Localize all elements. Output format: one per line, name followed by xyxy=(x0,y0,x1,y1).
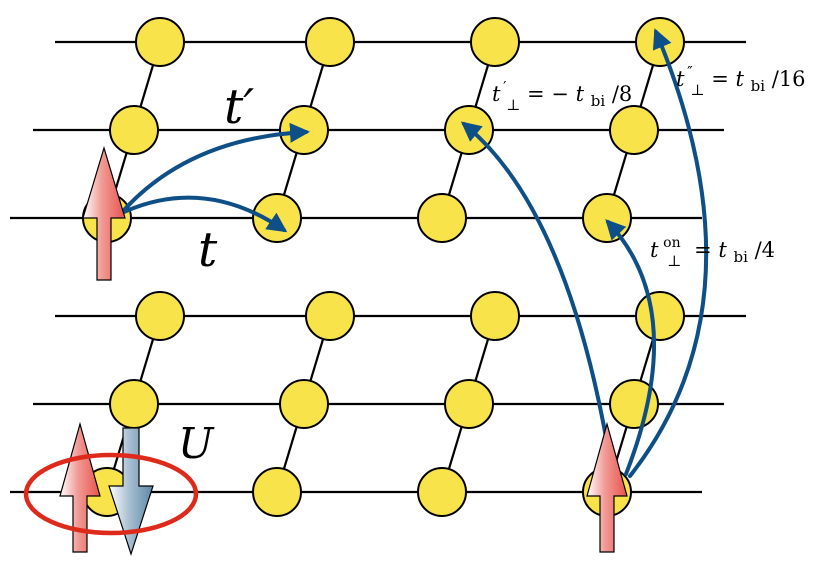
lattice-site xyxy=(444,379,494,429)
lattice-site xyxy=(305,291,355,341)
label-U: U xyxy=(178,419,215,468)
label-t-perp-prime: t ′ ⊥ = − t bi /8 xyxy=(492,73,632,115)
spin-up-arrow xyxy=(586,421,628,553)
lattice-site xyxy=(135,17,185,67)
lattice-site xyxy=(109,379,159,429)
label-t-prime: t′ xyxy=(224,79,254,135)
lattice-site xyxy=(279,379,329,429)
lattice-site xyxy=(609,105,659,155)
interaction-ring xyxy=(23,452,199,536)
hopping-arrows xyxy=(122,28,709,478)
spin-up-arrow xyxy=(82,145,126,281)
lattice-site xyxy=(252,467,302,517)
lattice-site xyxy=(135,291,185,341)
label-t: t xyxy=(198,222,218,278)
label-t-perp-dprime: t ″ ⊥ = t bi /16 xyxy=(676,58,806,100)
hop-arrow-t xyxy=(122,195,288,233)
spin-down-arrow xyxy=(108,427,154,556)
lattice-site xyxy=(582,193,632,243)
hop-arrow-t-perp-dprime xyxy=(628,28,709,478)
lattice-site xyxy=(417,193,467,243)
hop-arrow-t-perp-on xyxy=(605,219,656,476)
lattice-site xyxy=(635,291,685,341)
lattice-site xyxy=(417,467,467,517)
hop-arrow-t-prime xyxy=(122,122,310,212)
spin-up-arrow xyxy=(59,421,101,553)
lattice-site xyxy=(470,291,520,341)
lattice-site xyxy=(305,17,355,67)
hop-arrow-t-perp-prime xyxy=(460,121,614,474)
lattice-site xyxy=(470,17,520,67)
spin-arrows xyxy=(59,145,628,556)
lattice-site xyxy=(109,105,159,155)
lattice-site xyxy=(279,105,329,155)
label-t-perp-on: t on ⊥ = t bi /4 xyxy=(650,228,775,271)
